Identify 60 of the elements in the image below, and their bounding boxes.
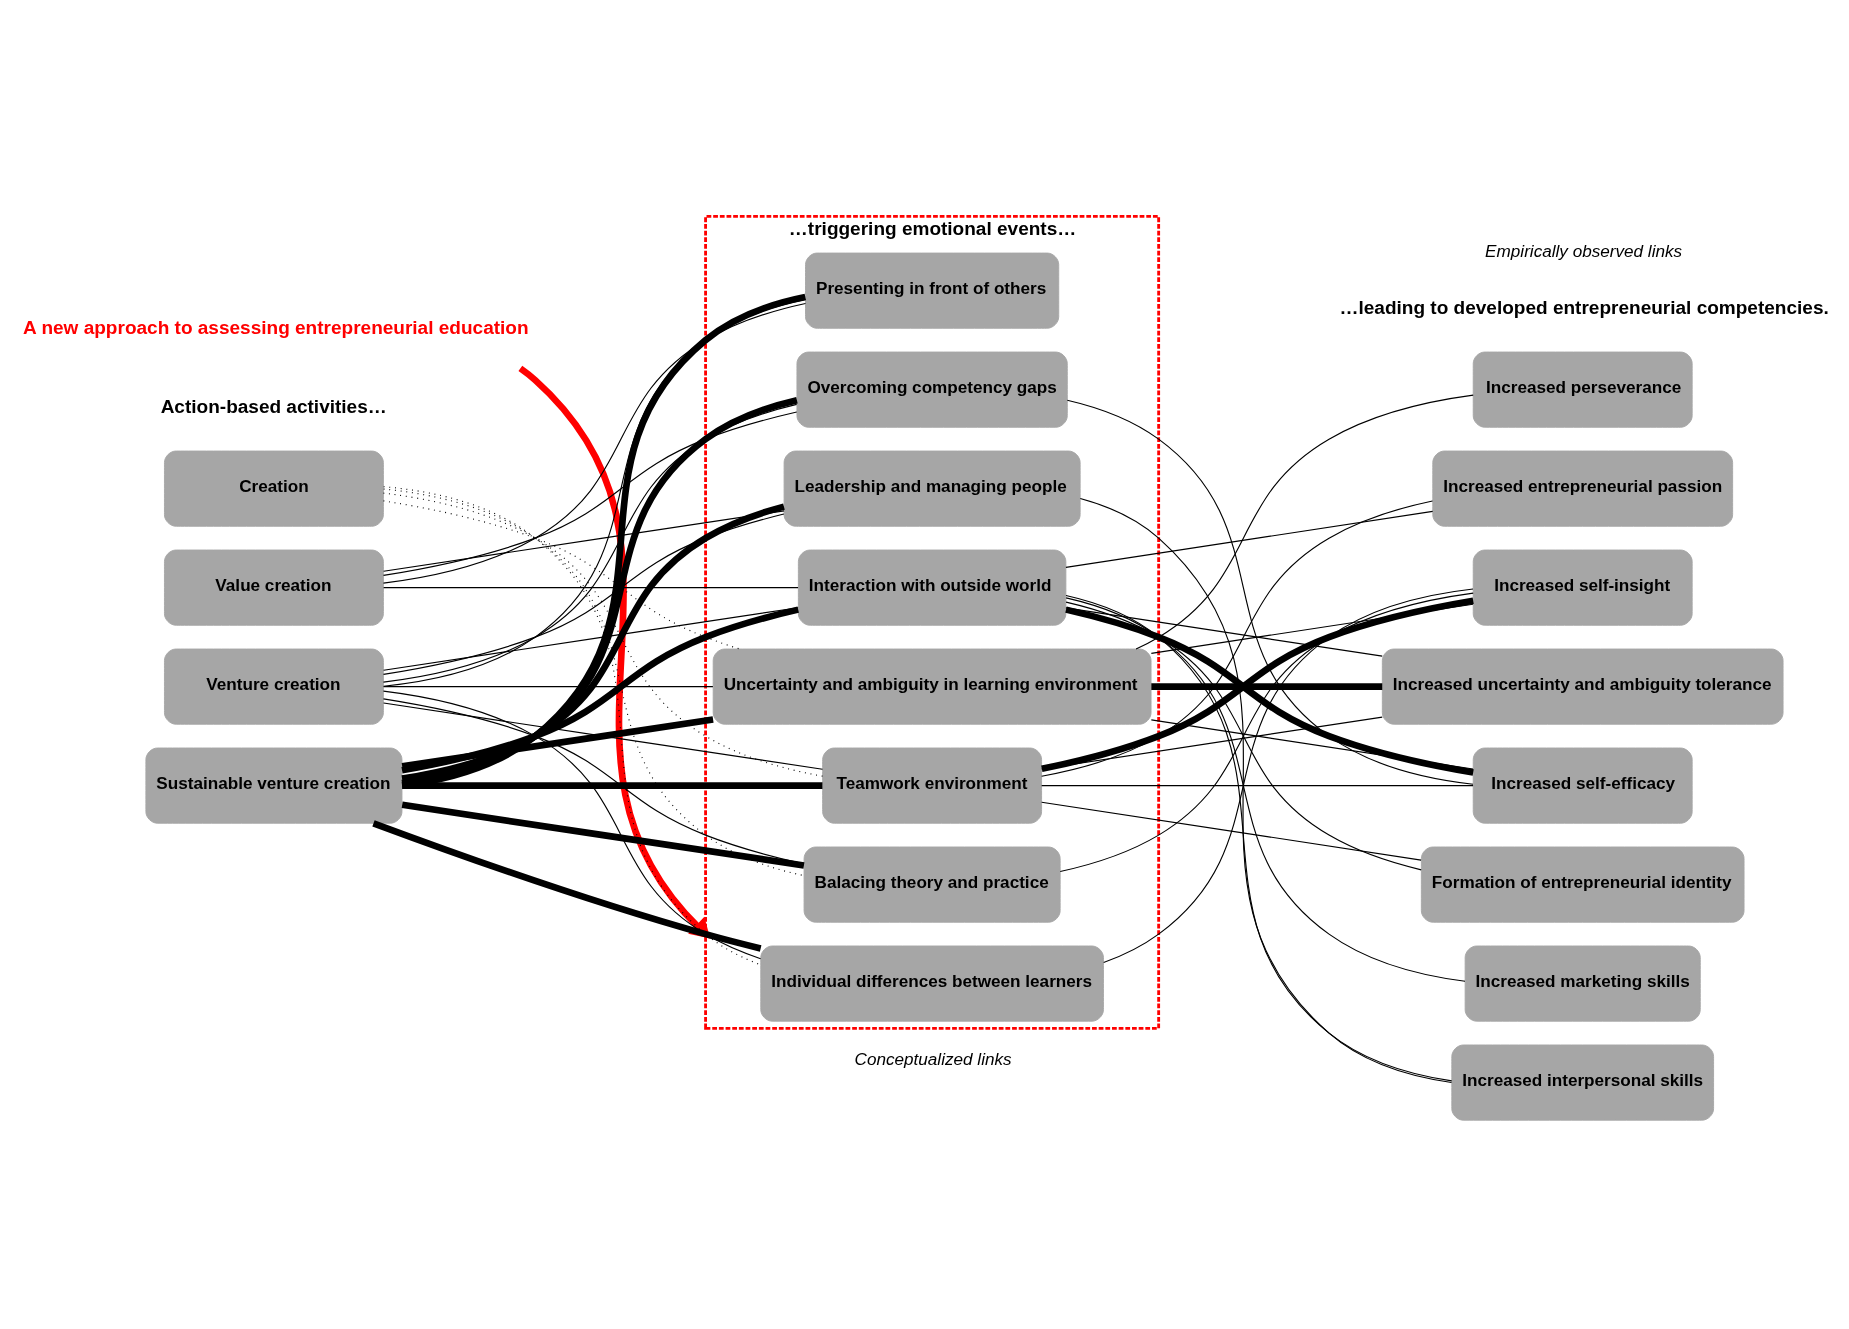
connector (382, 302, 807, 584)
connector (401, 801, 805, 869)
node-box: Sustainable venture creation (145, 747, 403, 824)
node-box: Venture creation (164, 648, 384, 725)
connector (382, 500, 741, 650)
node-box: Value creation (164, 549, 384, 626)
node-box: Increased perseverance (1472, 351, 1693, 428)
connector (402, 782, 823, 789)
node-box: Leadership and managing people (783, 450, 1081, 527)
node-box: Presenting in front of others (805, 252, 1060, 329)
connector (382, 411, 798, 576)
node-box: Increased interpersonal skills (1451, 1044, 1715, 1121)
label: Conceptualized links (854, 1048, 1012, 1069)
connector (1065, 597, 1466, 982)
connector (383, 587, 799, 589)
connector (1150, 603, 1474, 654)
connector (382, 492, 824, 777)
connector (372, 820, 762, 952)
connector (383, 486, 762, 966)
connector (1151, 683, 1383, 690)
connector (382, 403, 798, 683)
node-box: Teamwork environment (822, 747, 1043, 824)
connector (1041, 500, 1434, 777)
connector (401, 503, 785, 782)
connector (1065, 510, 1434, 568)
node-box: Increased uncertainty and ambiguity tolerance (1381, 648, 1784, 725)
connector (383, 510, 785, 572)
connector (382, 690, 762, 960)
node-box: Balacing theory and practice (803, 846, 1061, 923)
connector (383, 488, 805, 877)
node-text: A new approach to assessing entrepreneurial education (23, 317, 529, 339)
node-box: Interaction with outside world (797, 549, 1067, 626)
connector (382, 513, 785, 675)
connector (383, 702, 824, 770)
node-box: Formation of entrepreneurial identity (1420, 846, 1745, 923)
node-box: Increased marketing skills (1464, 945, 1701, 1022)
label: Empirically observed links (1485, 240, 1683, 261)
connector (1059, 592, 1474, 873)
connector (1041, 716, 1383, 770)
node-box: Increased self-insight (1472, 549, 1693, 626)
connector (401, 716, 714, 770)
connector (1065, 594, 1453, 1082)
node-box: Creation (164, 450, 384, 527)
connector (1079, 497, 1453, 1084)
connector (1041, 785, 1474, 787)
connector (1065, 601, 1422, 871)
node-box: Individual differences between learners (760, 945, 1104, 1022)
connector (401, 606, 799, 774)
node-box: Overcoming competency gaps (796, 351, 1068, 428)
connector (1103, 588, 1474, 964)
label: Action-based activities… (160, 396, 387, 418)
connector (401, 293, 806, 789)
node-box: Increased self-efficacy (1472, 747, 1693, 824)
node-box: Increased entrepreneurial passion (1432, 450, 1734, 527)
connector (1150, 719, 1474, 770)
label: …leading to developed entrepreneurial competencies. (1339, 297, 1829, 319)
node-box: Uncertainty and ambiguity in learning environment (712, 648, 1152, 725)
connector (1066, 399, 1474, 785)
connector (1135, 394, 1474, 650)
connector (1041, 801, 1422, 861)
